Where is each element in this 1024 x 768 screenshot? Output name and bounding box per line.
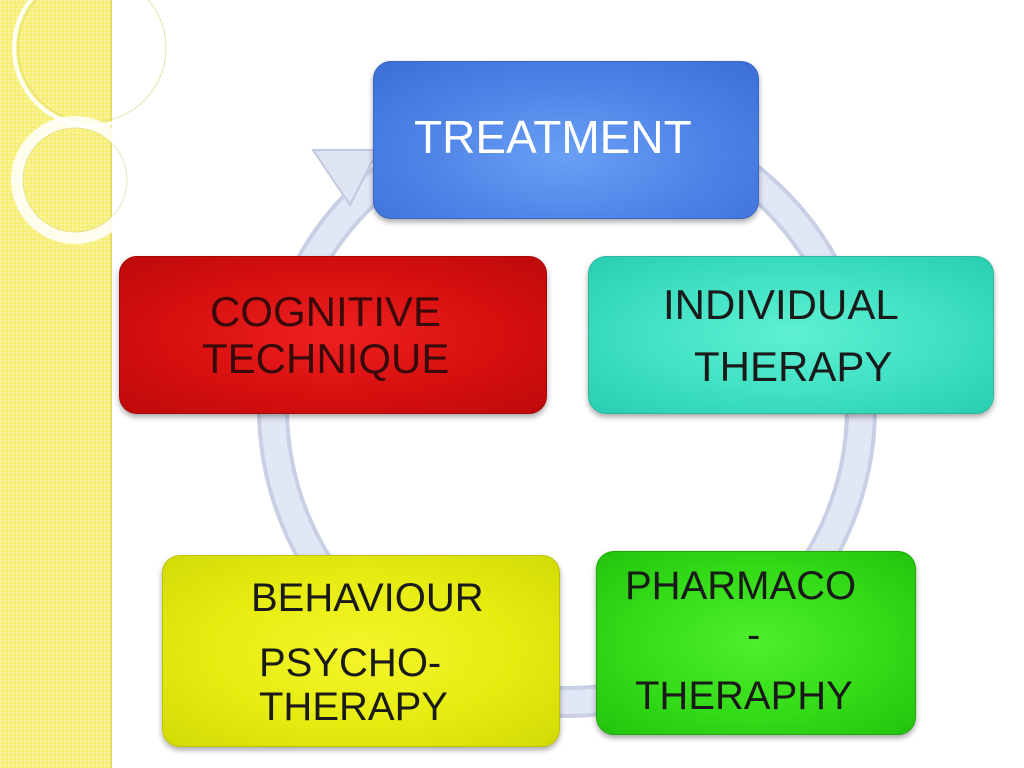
individual-therapy-line2: THERAPY bbox=[694, 343, 893, 390]
cognitive-technique-line1: COGNITIVE bbox=[210, 288, 442, 335]
pharmacotherapy-box: PHARMACO - THERAPHY bbox=[596, 551, 916, 735]
pharmacotherapy-line1: PHARMACO bbox=[625, 564, 857, 608]
cognitive-technique-box: COGNITIVE TECHNIQUE bbox=[119, 256, 547, 414]
behaviour-psychotherapy-line2: PSYCHO- bbox=[259, 641, 442, 685]
behaviour-psychotherapy-line3: THERAPY bbox=[259, 685, 448, 729]
decorative-rings bbox=[11, 0, 172, 244]
cognitive-technique-line2: TECHNIQUE bbox=[202, 335, 450, 382]
behaviour-psychotherapy-box: BEHAVIOUR PSYCHO- THERAPY bbox=[162, 555, 560, 747]
treatment-label: TREATMENT bbox=[414, 111, 692, 163]
pharmacotherapy-line2: - bbox=[747, 613, 761, 657]
cycle-arrowhead bbox=[311, 149, 380, 207]
individual-therapy-line1: INDIVIDUAL bbox=[663, 281, 899, 328]
behaviour-psychotherapy-line1: BEHAVIOUR bbox=[251, 576, 484, 620]
treatment-box: TREATMENT bbox=[373, 61, 759, 219]
pharmacotherapy-line3: THERAPHY bbox=[635, 674, 853, 718]
individual-therapy-box: INDIVIDUAL THERAPY bbox=[588, 256, 994, 414]
